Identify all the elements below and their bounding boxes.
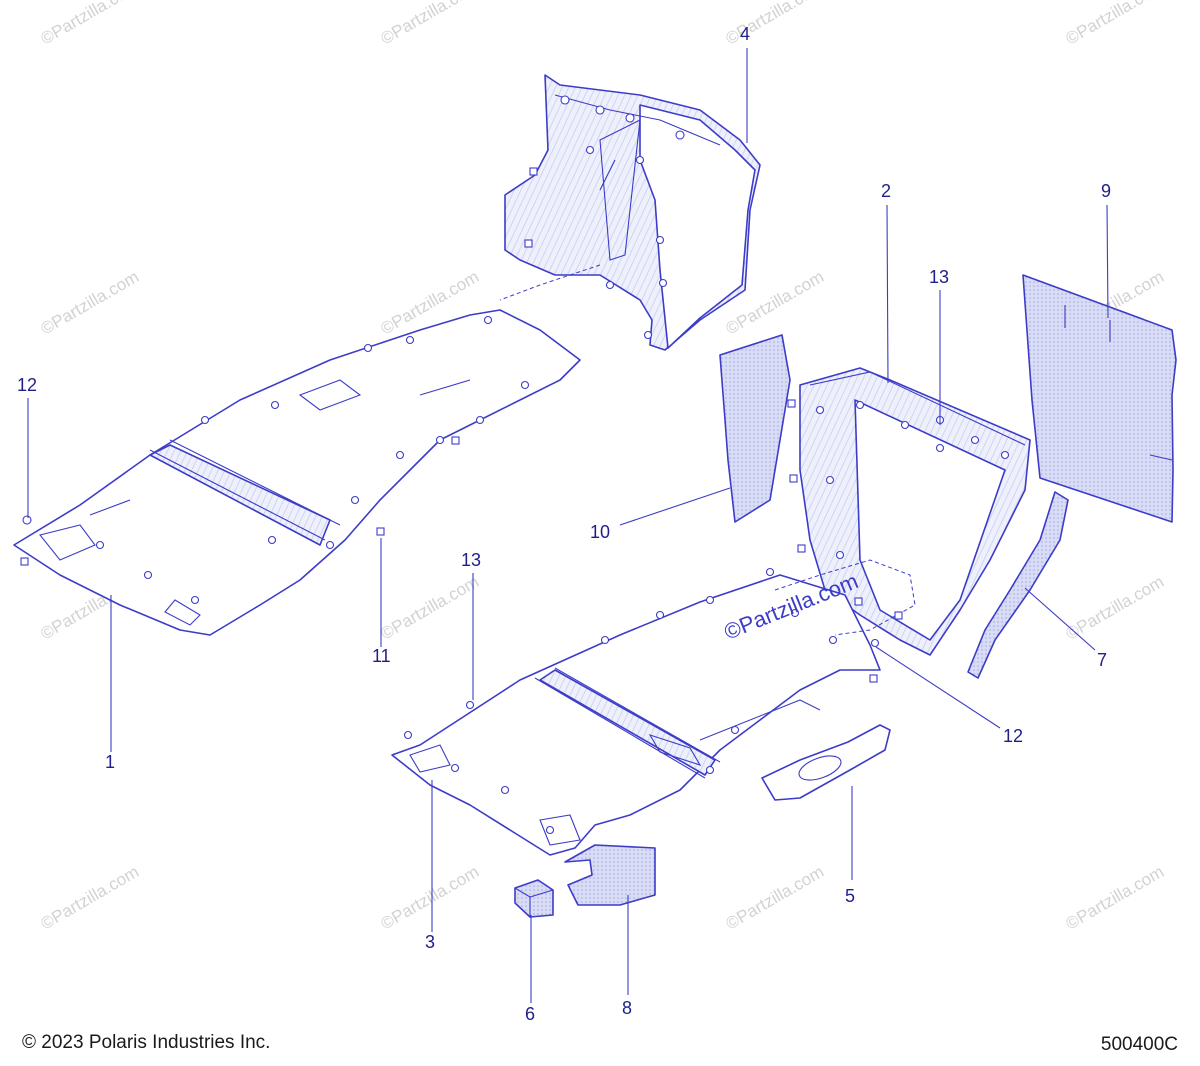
callout-12-right: 12 (1003, 726, 1023, 746)
leader-12-right (875, 646, 1001, 729)
part-9-rear-insulation-panel (1022, 274, 1177, 523)
callout-2: 2 (881, 181, 891, 201)
watermark: ©Partzilla.com (38, 0, 143, 48)
part-5-gasket-plate (761, 724, 891, 801)
callout-13-mid: 13 (461, 550, 481, 570)
part-4-footwell-panel (499, 74, 761, 351)
callout-6: 6 (525, 1004, 535, 1024)
watermark: ©Partzilla.com (723, 862, 828, 933)
part-7-seal-strip (967, 491, 1069, 679)
part-10-side-insulation-panel (719, 334, 791, 523)
callout-11: 11 (372, 646, 391, 666)
leader-10 (619, 487, 731, 526)
leader-lines (27, 48, 1109, 1003)
callout-13-top: 13 (929, 267, 949, 287)
callout-12-left: 12 (17, 375, 37, 395)
part-1-front-floor-panel (13, 309, 581, 636)
watermark: ©Partzilla.com (38, 267, 143, 338)
callout-3: 3 (425, 932, 435, 952)
callout-1: 1 (105, 752, 115, 772)
leader-2 (886, 204, 889, 384)
part-8-foam-block (564, 844, 656, 906)
copyright-notice: © 2023 Polaris Industries Inc. (22, 1032, 271, 1053)
callout-10: 10 (590, 522, 610, 542)
watermark: ©Partzilla.com (1063, 0, 1168, 48)
callout-4: 4 (740, 24, 750, 44)
watermark: ©Partzilla.com (723, 0, 828, 48)
callout-9: 9 (1101, 181, 1111, 201)
callout-8: 8 (622, 998, 632, 1018)
part-3-rear-floor-panel (391, 559, 916, 856)
leader-9 (1106, 204, 1109, 319)
callout-7: 7 (1097, 650, 1107, 670)
watermark: ©Partzilla.com (1063, 862, 1168, 933)
watermark: ©Partzilla.com (1063, 572, 1168, 643)
part-2-rear-footwell-panel (787, 367, 1031, 656)
watermark: ©Partzilla.com (378, 572, 483, 643)
callout-5: 5 (845, 886, 855, 906)
diagram-number: 500400C (1100, 1034, 1178, 1055)
part-6-small-foam-block (514, 879, 554, 918)
watermark: ©Partzilla.com (378, 862, 483, 933)
watermark: ©Partzilla.com (378, 0, 483, 48)
watermark: ©Partzilla.com (38, 862, 143, 933)
leader-7 (1024, 587, 1096, 651)
callout-labels: 4 2 9 13 12 10 13 11 1 7 12 3 5 6 8 (17, 24, 1111, 1024)
